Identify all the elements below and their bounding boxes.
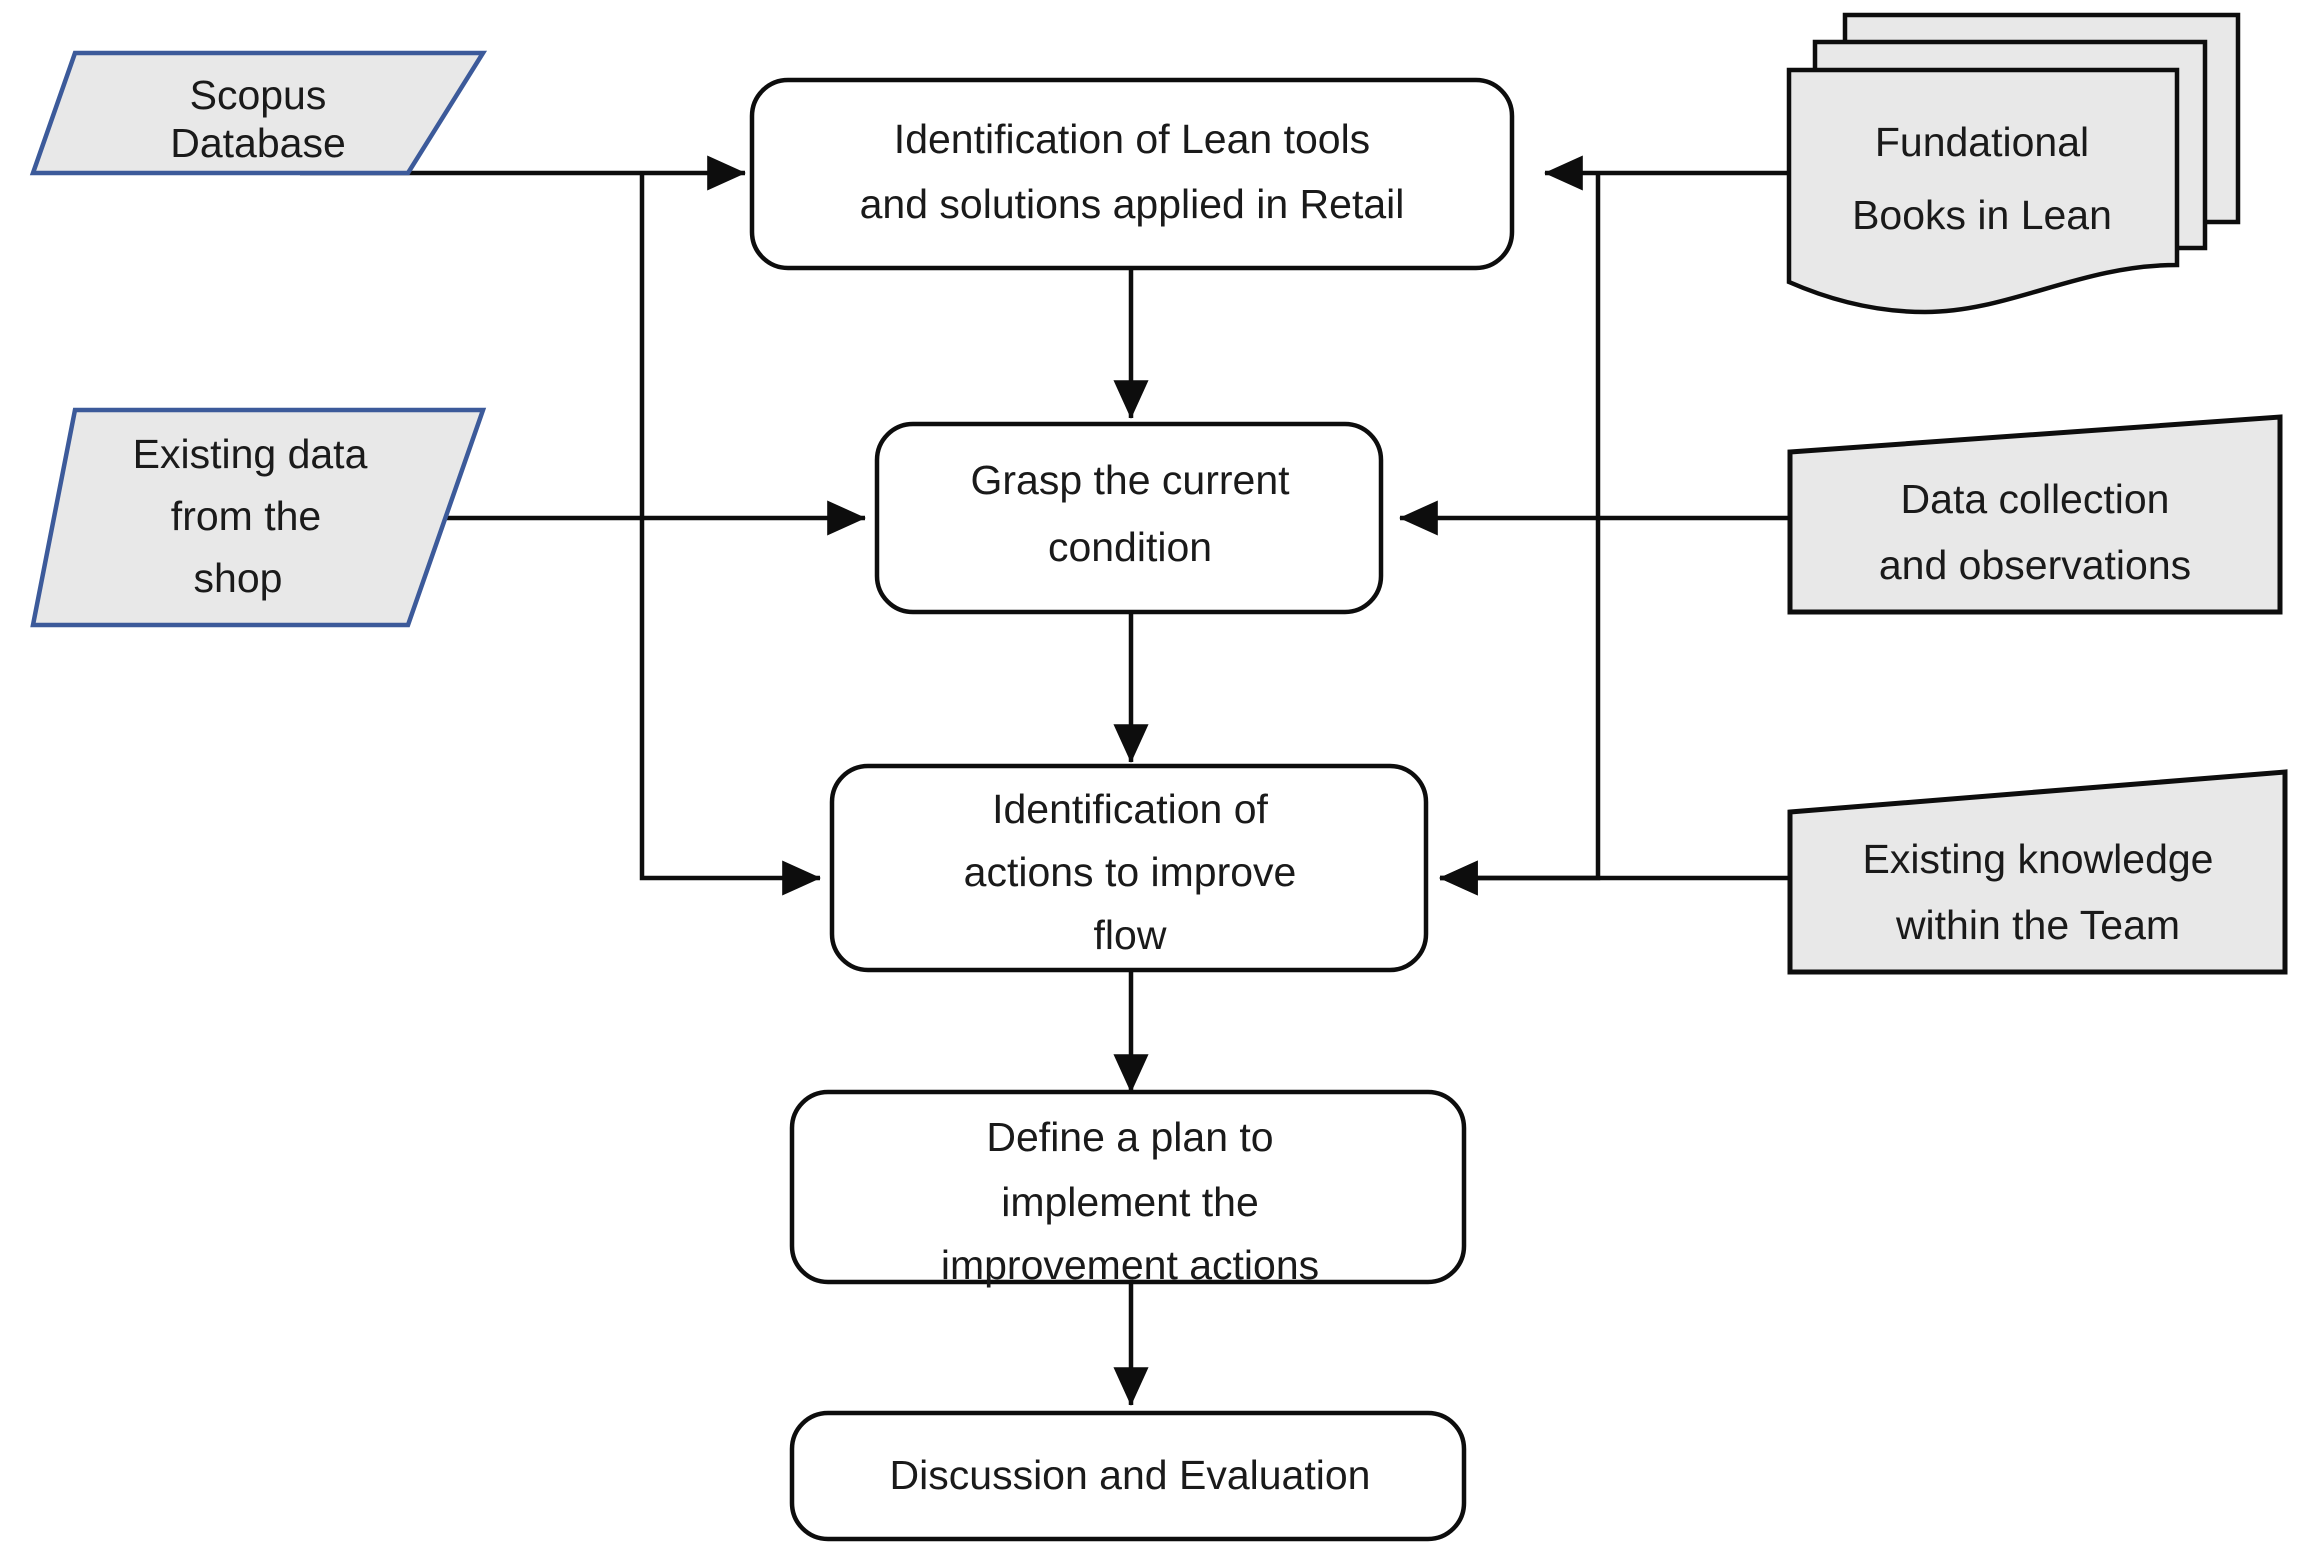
scopus-database-shape bbox=[29, 50, 488, 176]
node-grasp-current-condition[interactable]: Grasp the current condition bbox=[874, 421, 1384, 615]
existing-knowledge-label-line-1: Existing knowledge bbox=[1863, 836, 2214, 882]
grasp-current-condition-label-line-2: condition bbox=[1048, 524, 1212, 570]
existing-knowledge-shape bbox=[1787, 769, 2288, 975]
node-define-plan[interactable]: Define a plan to implement the improveme… bbox=[789, 1089, 1467, 1288]
define-plan-label-line-1: Define a plan to bbox=[986, 1114, 1273, 1160]
data-collection-label-line-1: Data collection bbox=[1901, 476, 2170, 522]
discussion-evaluation-label: Discussion and Evaluation bbox=[890, 1452, 1371, 1498]
node-data-collection[interactable]: Data collection and observations bbox=[1787, 414, 2283, 615]
node-existing-data-shop[interactable]: Existing data from the shop bbox=[30, 407, 487, 628]
define-plan-label-line-3: improvement actions bbox=[941, 1242, 1319, 1288]
identification-actions-shape bbox=[829, 763, 1429, 973]
identification-lean-tools-shape bbox=[749, 77, 1515, 271]
define-plan-label-line-2: implement the bbox=[1001, 1179, 1259, 1225]
fundational-books-sheet-front bbox=[1786, 67, 2180, 315]
node-identification-actions[interactable]: Identification of actions to improve flo… bbox=[829, 763, 1429, 973]
scopus-database-label-line-1: Scopus bbox=[190, 72, 327, 118]
identification-actions-label-line-2: actions to improve bbox=[964, 849, 1297, 895]
discussion-evaluation-shape bbox=[789, 1410, 1467, 1542]
edge-scopus-branch-to-actions bbox=[639, 173, 821, 896]
identification-actions-label-line-1: Identification of bbox=[992, 786, 1268, 832]
edge-books-branch-to-actions bbox=[1439, 173, 1601, 896]
scopus-database-label-line-2: Database bbox=[170, 120, 346, 166]
existing-data-shop-label-line-2: from the bbox=[171, 493, 321, 539]
identification-actions-label-line-3: flow bbox=[1094, 912, 1167, 958]
identification-lean-tools-label-line-1: Identification of Lean tools bbox=[894, 116, 1370, 162]
existing-data-shop-label-line-1: Existing data bbox=[133, 431, 368, 477]
node-discussion-evaluation[interactable]: Discussion and Evaluation bbox=[789, 1410, 1467, 1542]
node-scopus-database[interactable]: Scopus Database bbox=[29, 50, 488, 176]
node-identification-lean-tools[interactable]: Identification of Lean tools and solutio… bbox=[749, 77, 1515, 271]
grasp-current-condition-label-line-1: Grasp the current bbox=[970, 457, 1290, 503]
data-collection-label-line-2: and observations bbox=[1879, 542, 2191, 588]
identification-lean-tools-label-line-2: and solutions applied in Retail bbox=[860, 181, 1405, 227]
data-collection-shape bbox=[1787, 414, 2283, 615]
existing-data-shop-shape bbox=[30, 407, 487, 628]
existing-data-shop-label-line-3: shop bbox=[194, 555, 283, 601]
fundational-books-label-line-2: Books in Lean bbox=[1852, 192, 2112, 238]
define-plan-shape bbox=[789, 1089, 1467, 1285]
node-existing-knowledge[interactable]: Existing knowledge within the Team bbox=[1787, 769, 2288, 975]
fundational-books-label-line-1: Fundational bbox=[1875, 119, 2089, 165]
existing-knowledge-label-line-2: within the Team bbox=[1895, 902, 2180, 948]
node-fundational-books[interactable]: Fundational Books in Lean bbox=[1786, 12, 2241, 315]
grasp-current-condition-shape bbox=[874, 421, 1384, 615]
